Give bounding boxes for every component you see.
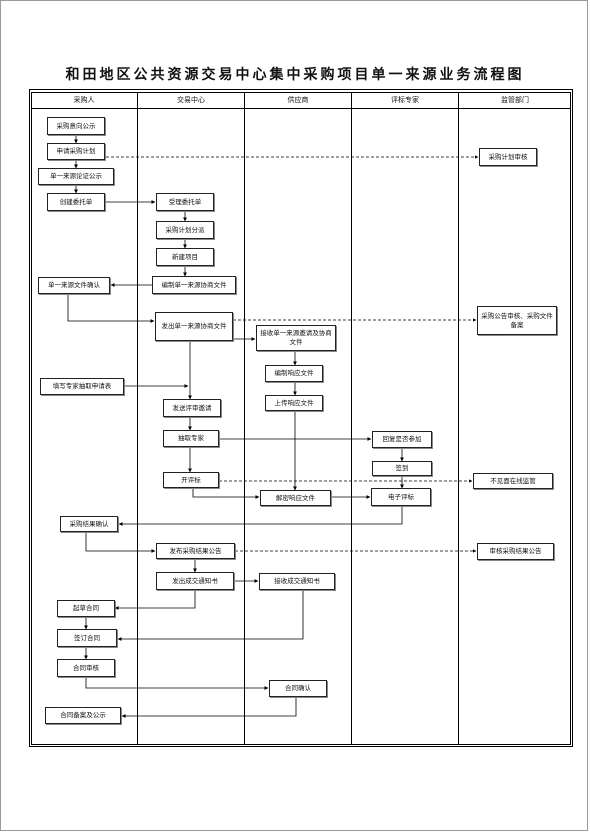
step-receive-invitation-and-document: 接收单一来源邀请及协商文件 (256, 325, 336, 351)
step-procurement-plan-review: 采购计划审核 (479, 148, 537, 166)
lane-header-purchaser: 采购人 (73, 96, 95, 104)
lane-divider (458, 92, 459, 745)
lane-divider (351, 92, 352, 745)
step-assign-procurement-plan: 采购计划分派 (156, 221, 214, 239)
step-sign-contract: 签订合同 (57, 629, 117, 647)
step-accept-entrustment: 受理委托单 (156, 193, 214, 211)
lane-header-supervisor: 监管部门 (501, 96, 529, 104)
lane-header-expert: 评标专家 (391, 96, 419, 104)
step-review-result-announcement: 审核采购结果公告 (477, 543, 554, 560)
step-review-contract: 合同审核 (57, 659, 115, 677)
lane-header-trading-center: 交易中心 (177, 96, 205, 104)
diagram-title: 和田地区公共资源交易中心集中采购项目单一来源业务流程图 (65, 67, 525, 83)
step-announcement-review-and-filing: 采购公告审核、采购文件备案 (477, 306, 557, 335)
step-send-review-invitation: 发送评审邀请 (163, 399, 221, 417)
step-create-project: 新建项目 (156, 248, 214, 266)
lane-header-supplier: 供应商 (287, 96, 309, 104)
step-online-remote-supervision: 不见面在线监管 (473, 473, 553, 489)
step-sign-in: 签到 (372, 461, 432, 476)
outer-frame (29, 89, 573, 747)
step-reply-participation: 回复是否参加 (372, 431, 432, 448)
step-apply-procurement-plan: 申请采购计划 (47, 143, 105, 160)
step-fill-expert-extraction-form: 填写专家抽取申请表 (40, 378, 124, 395)
header-divider (31, 108, 571, 109)
step-open-bid-evaluation: 开评标 (163, 472, 219, 488)
step-upload-response-document: 上传响应文件 (265, 395, 323, 411)
step-prepare-negotiation-document: 编制单一来源协商文件 (152, 276, 236, 294)
step-receive-award-notice: 接收成交通知书 (259, 573, 335, 590)
step-single-source-demonstration-notice: 单一来源论证公示 (38, 168, 114, 185)
lane-divider (137, 92, 138, 745)
step-confirm-procurement-result: 采购结果确认 (60, 516, 118, 532)
step-confirm-single-source-document: 单一来源文件确认 (38, 277, 110, 294)
step-procurement-intention-notice: 采购意向公示 (47, 117, 105, 135)
step-confirm-contract: 合同确认 (269, 680, 327, 697)
step-electronic-evaluation: 电子评标 (371, 488, 431, 506)
step-prepare-response-document: 编制响应文件 (265, 365, 323, 382)
step-contract-filing-and-disclosure: 合同备案及公示 (45, 707, 121, 724)
step-decrypt-response-document: 解密响应文件 (260, 490, 331, 506)
step-issue-award-notice: 发出成交通知书 (156, 572, 234, 590)
step-create-entrustment: 创建委托单 (47, 193, 105, 211)
step-extract-experts: 抽取专家 (163, 430, 219, 447)
step-publish-result-announcement: 发布采购结果公告 (156, 543, 235, 559)
step-issue-negotiation-document: 发出单一来源协商文件 (155, 312, 233, 341)
step-draft-contract: 起草合同 (57, 600, 115, 617)
inner-frame (31, 92, 571, 745)
lane-divider (244, 92, 245, 745)
